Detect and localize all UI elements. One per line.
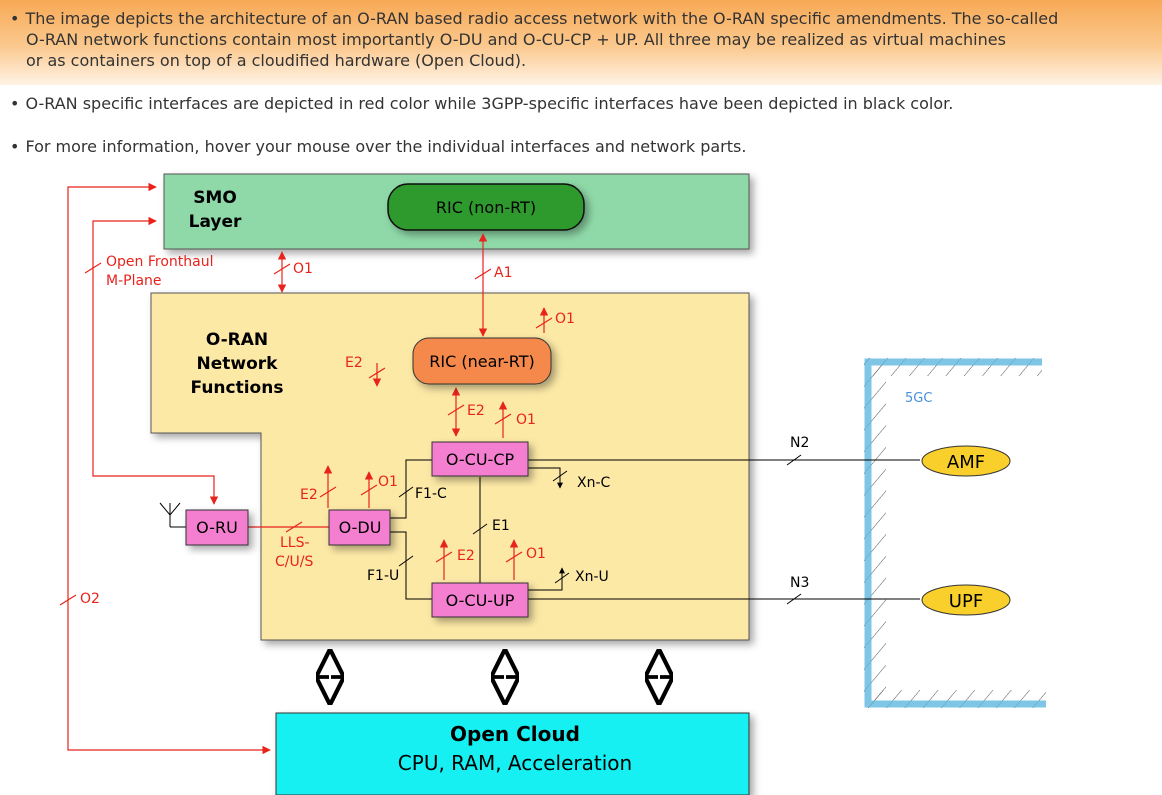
- open-cloud-subtitle: CPU, RAM, Acceleration: [398, 751, 632, 775]
- antenna-icon: [159, 502, 186, 528]
- intro-line-1: The image depicts the architecture of an…: [25, 9, 1059, 28]
- o-ru[interactable]: O-RU: [185, 509, 249, 546]
- 5gc-label: 5GC: [905, 391, 932, 406]
- ric-near-rt[interactable]: RIC (near-RT): [412, 337, 552, 385]
- amf[interactable]: AMF: [921, 445, 1011, 477]
- open-fronthaul-label-2: M-Plane: [106, 273, 162, 289]
- n2-label: N2: [790, 435, 809, 451]
- 3gpp-links: [390, 454, 920, 605]
- open-cloud[interactable]: Open Cloud CPU, RAM, Acceleration: [275, 712, 750, 795]
- colors-bullet: •O-RAN specific interfaces are depicted …: [10, 94, 954, 113]
- lls-label-1: LLS-: [280, 535, 310, 551]
- e2-near-rt-label: E2: [345, 355, 363, 371]
- cloud-links: [330, 652, 659, 702]
- oran-nf-label-3: Functions: [191, 378, 284, 398]
- lls-label-2: C/U/S: [275, 554, 313, 570]
- intro-line-3: or as containers on top of a cloudified …: [26, 51, 527, 70]
- n3-label: N3: [790, 575, 809, 591]
- open-fronthaul-label-1: Open Fronthaul: [106, 254, 213, 270]
- o-cu-up-label: O-CU-UP: [446, 591, 515, 610]
- f1c-label: F1-C: [415, 486, 447, 502]
- oran-links: [59, 182, 553, 755]
- o2-label: O2: [80, 591, 100, 607]
- ric-non-rt-label: RIC (non-RT): [436, 198, 536, 217]
- hover-bullet: •For more information, hover your mouse …: [10, 137, 747, 156]
- oran-nf-label-1: O-RAN: [206, 330, 268, 350]
- intro-bullet: •The image depicts the architecture of a…: [10, 9, 1059, 70]
- o-du[interactable]: O-DU: [328, 509, 391, 546]
- o-cu-cp-label: O-CU-CP: [446, 450, 515, 469]
- o-du-label: O-DU: [339, 518, 382, 537]
- o1-du-label: O1: [378, 474, 398, 490]
- smo-layer-label-2: Layer: [189, 212, 242, 232]
- xnu-label: Xn-U: [575, 569, 609, 585]
- hover-text: For more information, hover your mouse o…: [25, 137, 747, 156]
- ric-non-rt[interactable]: RIC (non-RT): [387, 183, 585, 231]
- o-ru-label: O-RU: [196, 518, 238, 537]
- oran-nf-label-2: Network: [197, 354, 279, 374]
- o1-smo-label: O1: [293, 261, 313, 277]
- open-cloud-title: Open Cloud: [450, 722, 580, 746]
- e2-cu-up-label: E2: [457, 548, 475, 564]
- upf[interactable]: UPF: [921, 584, 1011, 616]
- smo-layer-label-1: SMO: [193, 188, 237, 208]
- o-cu-up[interactable]: O-CU-UP: [431, 582, 529, 618]
- o-cu-cp[interactable]: O-CU-CP: [431, 441, 529, 477]
- e2-cu-cp-label: E2: [467, 403, 485, 419]
- upf-label: UPF: [949, 591, 983, 612]
- a1-label: A1: [494, 265, 512, 281]
- e2-du-label: E2: [300, 487, 318, 503]
- amf-label: AMF: [947, 452, 985, 473]
- xnc-label: Xn-C: [577, 475, 611, 491]
- o1-near-rt-label: O1: [555, 311, 575, 327]
- intro-line-2: O-RAN network functions contain most imp…: [26, 30, 1006, 49]
- ric-near-rt-label: RIC (near-RT): [429, 352, 534, 371]
- 5gc-core[interactable]: 5GC: [864, 358, 1046, 708]
- header-banner: [0, 0, 1162, 85]
- e1-label: E1: [492, 518, 510, 534]
- o1-cu-cp-label: O1: [516, 412, 536, 428]
- o1-cu-up-label: O1: [526, 546, 546, 562]
- f1u-label: F1-U: [367, 568, 399, 584]
- colors-text: O-RAN specific interfaces are depicted i…: [25, 94, 954, 113]
